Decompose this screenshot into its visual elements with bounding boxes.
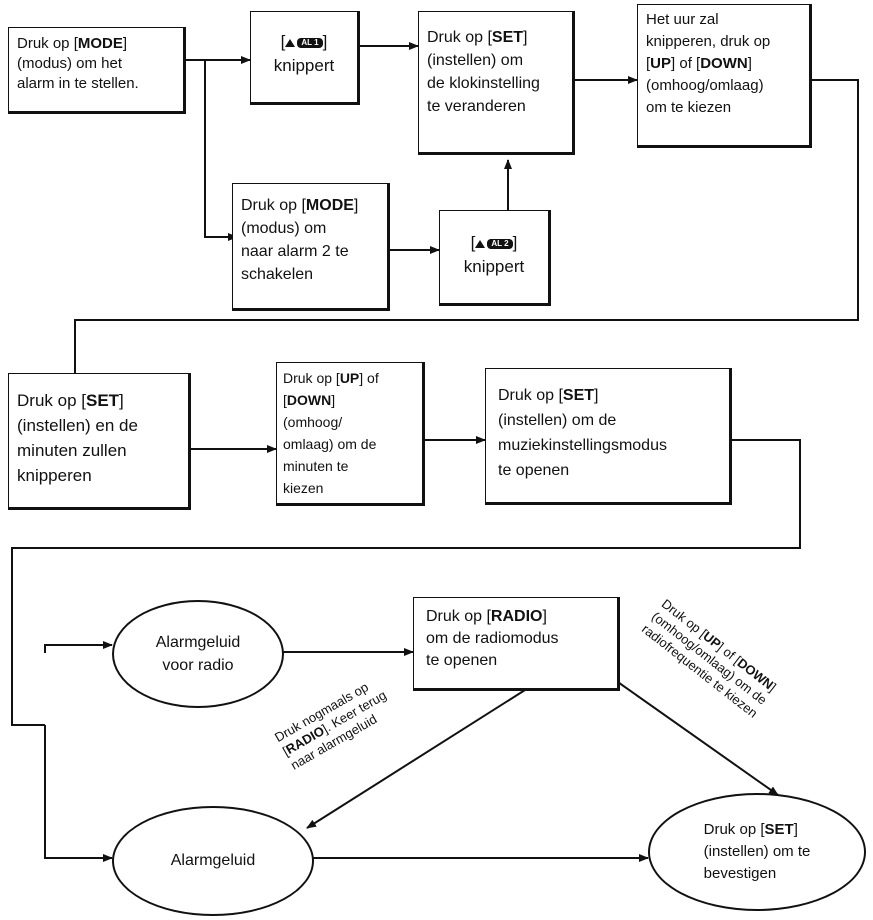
line: alarm in te stellen. xyxy=(17,75,139,92)
bell-icon xyxy=(285,38,296,47)
box-al1-blinks: [AL 1] knippert xyxy=(250,11,360,105)
line: te openen xyxy=(426,652,498,669)
line: minuten te xyxy=(283,458,349,474)
box-press-set-clock: Druk op [SET] (instellen) om de klokinst… xyxy=(418,11,575,155)
line: Druk op [SET] xyxy=(498,387,599,404)
box-press-mode-alarm2: Druk op [MODE] (modus) om naar alarm 2 t… xyxy=(232,183,390,311)
al1-indicator: [AL 1] xyxy=(280,32,328,51)
line: de klokinstelling xyxy=(427,75,540,92)
line: [UP] of [DOWN] xyxy=(646,55,752,72)
line: Het uur zal xyxy=(646,11,719,28)
line: [DOWN] xyxy=(283,392,336,408)
line: te veranderen xyxy=(427,98,526,115)
line: voor radio xyxy=(162,657,234,674)
line: Druk op [RADIO] xyxy=(426,608,547,625)
line: (instellen) en de xyxy=(17,416,138,435)
arrow-radio-to-confirm xyxy=(614,679,779,796)
line: Druk op [MODE] xyxy=(241,197,359,214)
line: knippert xyxy=(463,257,525,276)
arrow-branch-to-radio-sound xyxy=(44,641,113,653)
box-press-set-minutes: Druk op [SET] (instellen) en de minuten … xyxy=(8,373,191,510)
box-hour-blinks: Het uur zal knipperen, druk op [UP] of [… xyxy=(637,4,812,148)
line: (omhoog/ xyxy=(283,414,343,430)
line: knipperen, druk op xyxy=(646,33,771,50)
line: (modus) om het xyxy=(17,55,123,72)
al2-indicator: [AL 2] xyxy=(470,233,518,252)
line: Alarmgeluid xyxy=(170,852,256,869)
arrow-mode-to-mode2 xyxy=(204,60,238,241)
line: muziekinstellingsmodus xyxy=(498,437,667,454)
box-al2-blinks: [AL 2] knippert xyxy=(439,210,551,306)
line: (omhoog/omlaag) xyxy=(646,77,764,94)
line: schakelen xyxy=(241,266,314,283)
connector-hour-to-setmin xyxy=(74,79,859,373)
ellipse-alarm-sound-radio: Alarmgeluid voor radio xyxy=(112,600,284,708)
line: omlaag) om de xyxy=(283,436,377,452)
line: Druk op [SET] xyxy=(427,29,528,46)
line: (instellen) om de xyxy=(498,412,617,429)
line: om de radiomodus xyxy=(426,630,559,647)
line: knipperen xyxy=(17,466,92,485)
line: bevestigen xyxy=(703,865,777,882)
line: Druk op [SET] xyxy=(703,821,798,838)
line: minuten zullen xyxy=(17,441,127,460)
connector-setmusic-to-branch xyxy=(11,439,801,726)
box-press-mode: Druk op [MODE] (modus) om het alarm in t… xyxy=(8,27,186,114)
box-press-updown-minutes: Druk op [UP] of [DOWN] (omhoog/ omlaag) … xyxy=(276,362,425,506)
line: Alarmgeluid xyxy=(155,634,241,651)
line: te openen xyxy=(498,462,570,479)
arrow-radio-to-alarm-sound xyxy=(306,689,526,829)
al2-badge: AL 2 xyxy=(487,238,513,249)
line: Druk op [UP] of xyxy=(283,370,379,386)
line: knippert xyxy=(273,56,335,75)
line: kiezen xyxy=(283,480,324,496)
al1-badge: AL 1 xyxy=(297,37,323,48)
line: (instellen) om te xyxy=(703,843,811,860)
line: (instellen) om xyxy=(427,52,524,69)
line: naar alarm 2 te xyxy=(241,243,349,260)
ellipse-alarm-sound: Alarmgeluid xyxy=(112,806,314,916)
bell-icon xyxy=(475,239,486,248)
line: Druk op [SET] xyxy=(17,391,124,410)
line: Druk op [MODE] xyxy=(17,35,128,52)
ellipse-confirm: Druk op [SET] (instellen) om te bevestig… xyxy=(648,793,866,911)
line: om te kiezen xyxy=(646,99,732,116)
line: (modus) om xyxy=(241,220,327,237)
box-press-set-music: Druk op [SET] (instellen) om de muziekin… xyxy=(485,368,732,505)
arrow-branch-to-alarm-sound xyxy=(44,725,113,862)
box-press-radio: Druk op [RADIO] om de radiomodus te open… xyxy=(413,597,620,691)
